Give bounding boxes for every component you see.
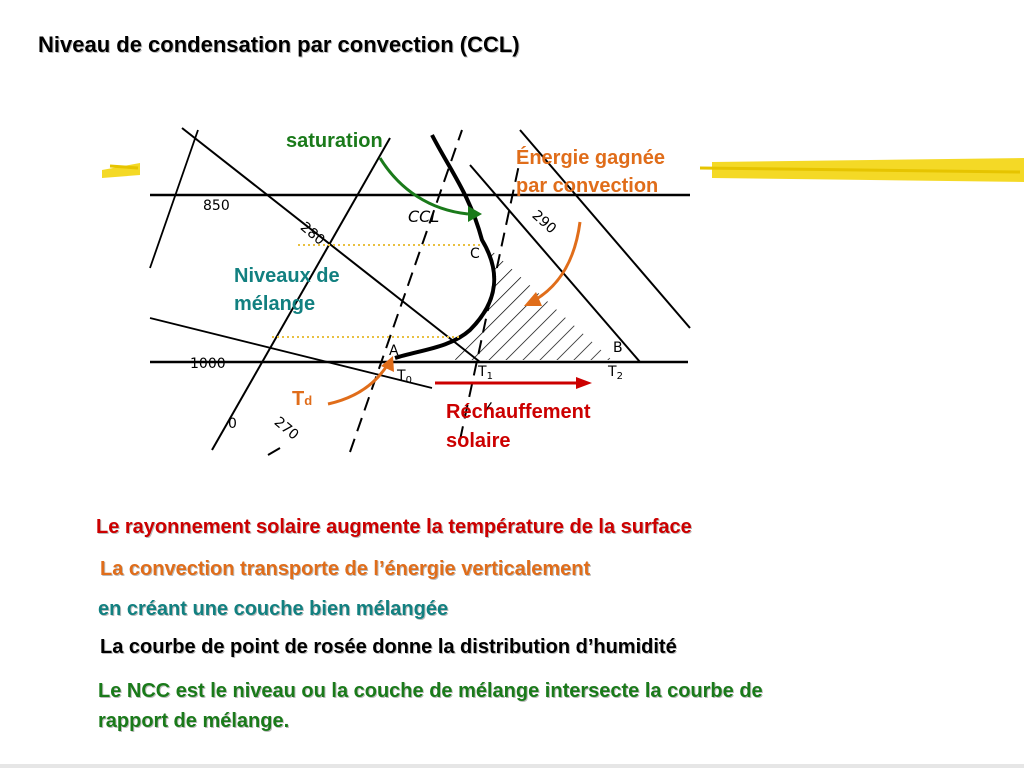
label-a: A [389, 343, 399, 359]
saturation-label: saturation [286, 130, 383, 152]
bottom-divider [0, 764, 1024, 768]
isotherm-270 [211, 137, 391, 451]
label-b: B [613, 340, 623, 356]
label-850: 850 [203, 198, 230, 214]
bullet-line-2: La convection transporte de l’énergie ve… [100, 558, 591, 580]
niveaux-label-line1: Niveaux de [234, 265, 340, 287]
bullet-line-1: Le rayonnement solaire augmente la tempé… [96, 516, 692, 538]
label-1000: 1000 [190, 356, 226, 372]
bullet-line-3: en créant une couche bien mélangée [98, 598, 449, 620]
bullet-line-6: rapport de mélange. [98, 710, 290, 732]
energie-label: Énergie gagnée par convection [516, 144, 665, 200]
sounding-curve [394, 134, 497, 360]
slide-title: Niveau de condensation par convection (C… [38, 32, 520, 57]
energie-arrow [534, 221, 582, 302]
label-t2: T2 [607, 364, 623, 382]
label-zero: 0 [228, 416, 237, 432]
energie-label-line1: Énergie gagnée [516, 147, 665, 169]
energie-label-line2: par convection [516, 175, 659, 197]
bullet-line-5: Le NCC est le niveau ou la couche de mél… [98, 680, 763, 702]
dry-adiabat-right [519, 129, 691, 329]
label-ccl: CCL [408, 207, 439, 226]
td-arrowhead [381, 356, 394, 372]
dry-adiabat-upper-left [149, 317, 433, 389]
rechauffement-label-line2: solaire [446, 430, 511, 452]
label-c: C [470, 246, 480, 262]
isotherm-0 [149, 129, 199, 269]
dry-adiabat-280 [181, 127, 481, 363]
td-arrow [327, 363, 390, 406]
energie-arrowhead [524, 292, 542, 306]
saturation-arrow [378, 157, 469, 216]
label-290: 290 [529, 207, 560, 237]
rechauffement-label: Réchauffement solaire [446, 398, 590, 456]
rechauffement-arrowhead [576, 377, 592, 389]
mixing-ratio-line [349, 129, 463, 453]
dry-adiabat-far [267, 447, 281, 456]
bullet-line-4: La courbe de point de rosée donne la dis… [100, 636, 677, 658]
niveaux-label: Niveaux de mélange [234, 262, 340, 318]
niveaux-label-line2: mélange [234, 293, 316, 315]
td-label-sub: d [304, 393, 313, 408]
dry-adiabat-290 [469, 164, 641, 363]
td-label: Td [292, 388, 312, 411]
label-270: 270 [271, 414, 302, 443]
label-t1: T1 [477, 364, 493, 382]
td-label-main: T [292, 388, 305, 410]
label-i: I [482, 400, 494, 414]
saturation-arrowhead [468, 206, 482, 222]
highlighter-strokes [102, 158, 1024, 182]
rechauffement-label-line1: Réchauffement [446, 401, 591, 423]
label-t0: T0 [396, 368, 412, 386]
